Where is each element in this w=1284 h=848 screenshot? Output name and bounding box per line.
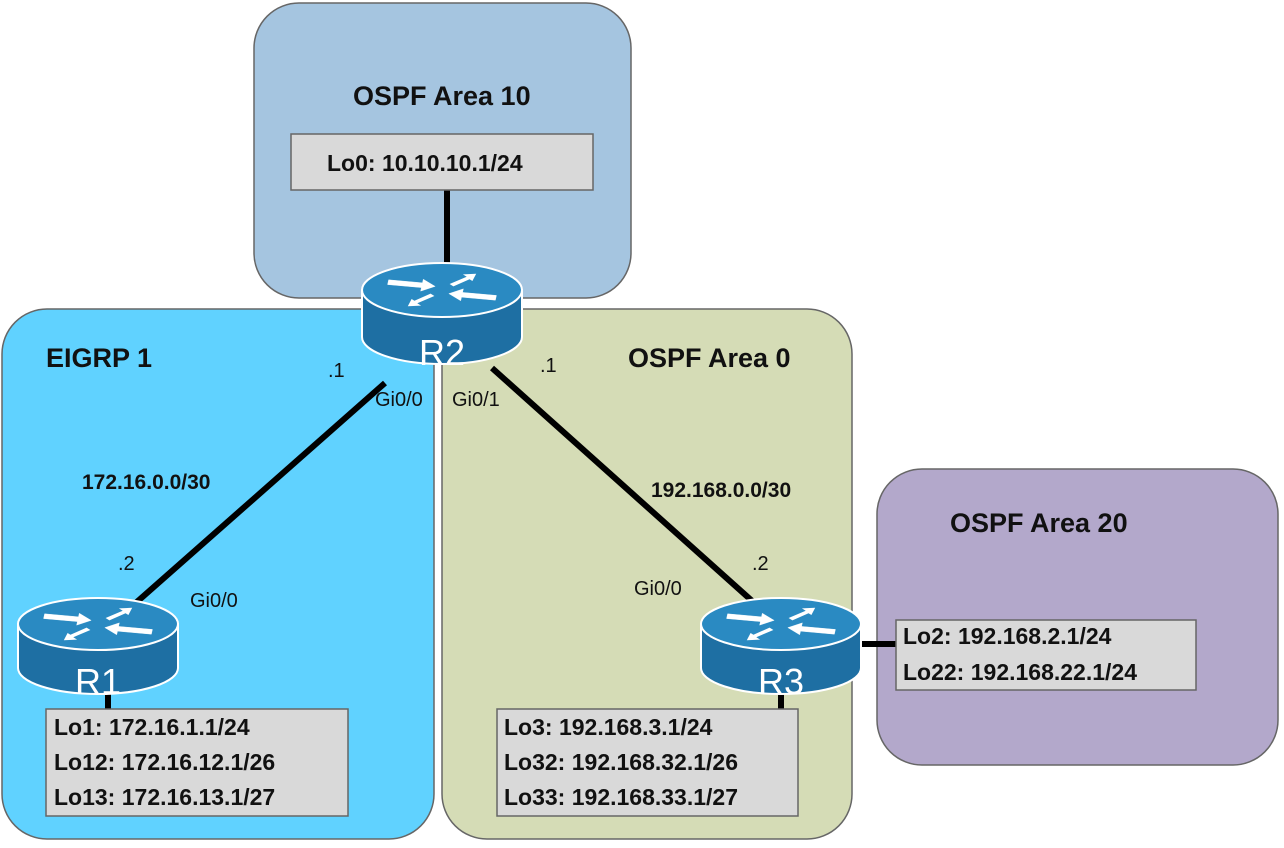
r2-gi0-0-host-label: .1 [328,360,345,382]
r1-interface-label: Gi0/0 [190,590,238,612]
r2-gi0-1-interface-label: Gi0/1 [452,389,500,411]
loopback-entry: Lo22: 192.168.22.1/24 [903,659,1137,685]
eigrp-1-title: EIGRP 1 [46,343,152,373]
router-name: R1 [75,661,121,702]
router-name: R3 [758,661,804,702]
ospf-area-20-title: OSPF Area 20 [950,508,1128,538]
r3-interface-label: Gi0/0 [634,578,682,600]
r2-r3-network-label: 192.168.0.0/30 [651,479,791,502]
loopback-entry: Lo12: 172.16.12.1/26 [54,749,275,775]
router-name: R2 [419,332,465,373]
r3-area20-loopback-box: Lo2: 192.168.2.1/24 Lo22: 192.168.22.1/2… [895,619,1197,691]
router-top [361,262,523,318]
loopback-entry: Lo32: 192.168.32.1/26 [504,749,738,775]
r3-host-label: .2 [752,553,769,575]
loopback-entry: Lo33: 192.168.33.1/27 [504,784,738,810]
r1-r2-network-label: 172.16.0.0/30 [82,471,210,494]
r1-host-label: .2 [118,553,135,575]
ospf-area-0-zone [441,308,853,840]
router-r2[interactable]: R2 [361,262,523,373]
link-r2-r3 [489,365,763,611]
router-r1[interactable]: R1 [17,597,179,702]
loopback-entry: Lo1: 172.16.1.1/24 [54,714,250,740]
ospf-area-20-zone [876,468,1279,766]
router-top [17,597,179,651]
loopback-entry: Lo0: 10.10.10.1/24 [327,150,523,176]
link-r1-r2 [128,380,387,611]
router-top [700,597,862,651]
r2-gi0-0-interface-label: Gi0/0 [375,389,423,411]
router-r3[interactable]: R3 [700,597,862,702]
r3-area0-loopback-box: Lo3: 192.168.3.1/24 Lo32: 192.168.32.1/2… [496,708,799,817]
ospf-area-10-title: OSPF Area 10 [353,81,531,111]
r1-loopback-box: Lo1: 172.16.1.1/24 Lo12: 172.16.12.1/26 … [45,708,349,817]
ospf-area-0-title: OSPF Area 0 [628,343,791,373]
r2-gi0-1-host-label: .1 [540,355,557,377]
loopback-entry: Lo13: 172.16.13.1/27 [54,784,275,810]
r2-loopback-box: Lo0: 10.10.10.1/24 [290,133,594,191]
loopback-entry: Lo3: 192.168.3.1/24 [504,714,713,740]
loopback-entry: Lo2: 192.168.2.1/24 [903,623,1112,649]
